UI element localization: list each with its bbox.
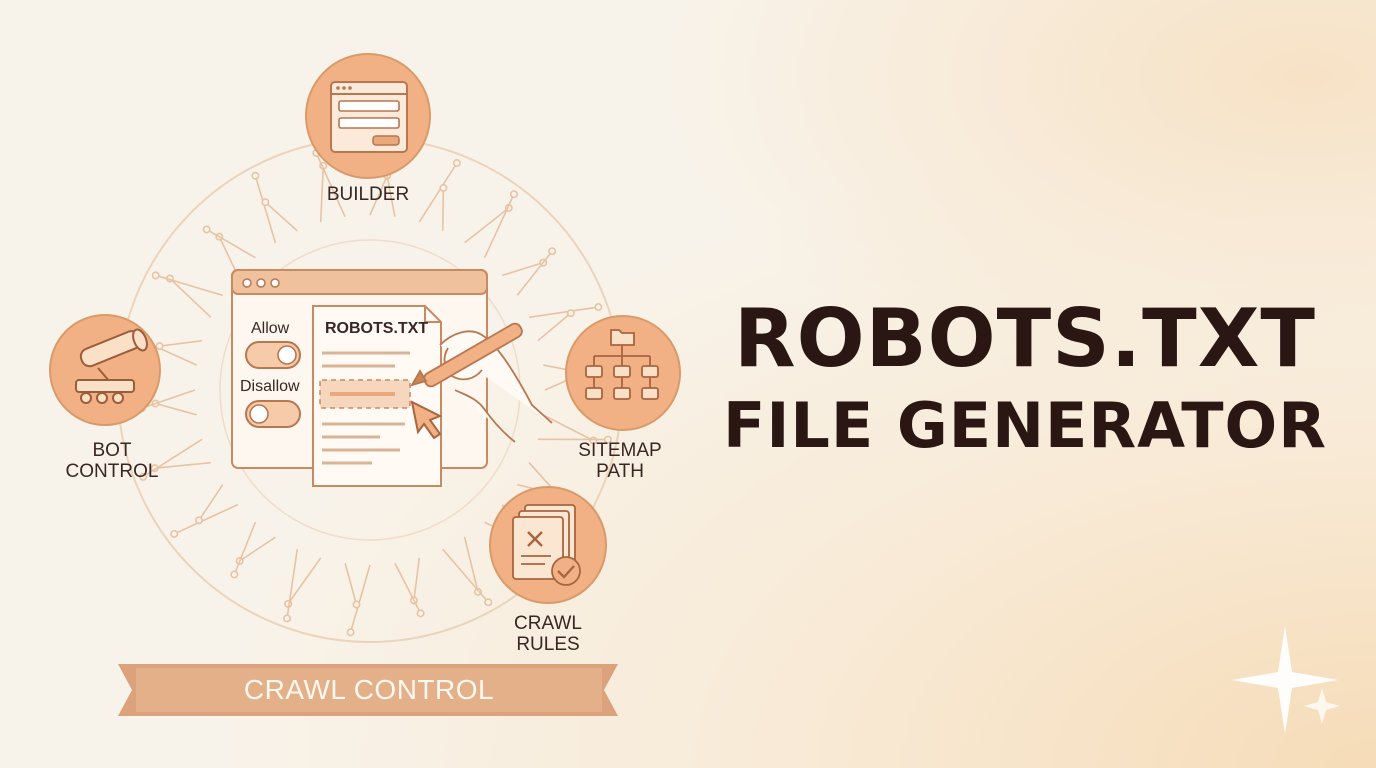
circuit-node [170,529,179,538]
bot-control-label: BOT CONTROL [32,440,192,482]
circuit-trace [516,250,553,296]
circuit-node [603,435,612,444]
sitemap-label: SITEMAP PATH [540,440,700,482]
sparkle-icon [1232,626,1340,734]
crawl-control-ribbon [118,664,618,716]
circuit-trace [483,193,515,259]
circuit-node [155,342,164,351]
circuit-trace [239,536,276,562]
circuit-trace [173,503,239,535]
circuit-trace [287,557,322,605]
circuit-trace [537,312,572,342]
circuit-node [566,309,575,318]
telescope-icon [75,328,148,404]
circuit-trace [463,537,479,593]
circuit-trace [349,564,371,633]
circuit-trace [155,274,224,297]
circuit-trace [142,438,203,478]
circuit-node [352,600,361,609]
circuit-node [548,247,557,256]
circuit-trace [464,207,510,244]
crawl-rules-label-line2: RULES [516,634,580,655]
circuit-trace [413,557,421,601]
allow-label: Allow [251,320,290,337]
circuit-trace [442,548,489,603]
circuit-node [416,609,425,618]
circuit-trace [369,175,388,216]
builder-node [305,53,431,179]
builder-label: BUILDER [326,184,410,205]
circuit-trace [154,461,211,469]
sitemap-label-line2: PATH [596,461,644,482]
circuit-node [261,198,270,207]
circuit-node [474,587,483,596]
disallow-toggle [245,400,301,428]
circuit-trace [159,339,203,347]
circuit-node [151,271,160,280]
circuit-trace [394,562,422,614]
crawl-rules-label-line1: CRAWL [514,613,582,634]
title-line-2: FILE GENERATOR [723,389,1327,462]
circuit-node [194,516,203,525]
circuit-trace [502,261,544,277]
circuit-trace [264,201,298,232]
circuit-trace [418,162,458,223]
title-line-1: ROBOTS.TXT [734,292,1316,385]
circuit-trace [344,563,358,605]
circuit-trace [254,175,277,244]
circuit-node [230,570,239,579]
circuit-trace [155,402,197,416]
circuit-trace [529,306,599,319]
sitemap-label-line1: SITEMAP [578,440,662,461]
circuit-node [251,171,260,180]
circuit-node [346,628,355,637]
crawl-rules-label: CRAWL RULES [468,613,628,655]
circuit-trace [141,389,196,410]
circuit-node [594,303,603,312]
sitemap-icon [585,329,659,400]
circuit-trace [286,549,299,619]
browser-form-icon [330,81,408,153]
disallow-label: Disallow [240,378,300,395]
page-title: ROBOTS.TXT FILE GENERATOR [690,292,1360,466]
circuit-trace [233,521,257,575]
circuit-node [484,598,493,607]
bot-control-label-line2: CONTROL [65,461,159,482]
documents-check-icon [512,504,581,586]
circuit-node [452,159,461,168]
circuit-trace [169,277,212,318]
cursor-icon [410,400,443,440]
circuit-trace [542,414,594,442]
circuit-node [202,225,211,234]
pen-hand-icon [410,322,553,443]
ribbon-text: CRAWL CONTROL [243,674,495,705]
circuit-node [283,614,292,623]
document-title: ROBOTS.TXT [325,320,429,337]
crawl-rules-node [489,486,607,604]
circuit-trace [441,187,445,231]
generator-window [231,269,553,487]
robots-document [312,305,442,487]
circuit-trace [198,484,224,521]
circuit-trace [315,152,346,218]
circuit-trace [218,236,239,276]
circuit-node [139,472,148,481]
allow-toggle [245,341,301,369]
circuit-node [509,190,518,199]
circuit-trace [206,228,256,259]
circuit-node [439,183,448,192]
bot-control-label-line1: BOT [92,440,132,461]
sitemap-node [565,315,681,431]
circuit-trace [319,165,325,223]
bot-control-node [49,314,161,426]
